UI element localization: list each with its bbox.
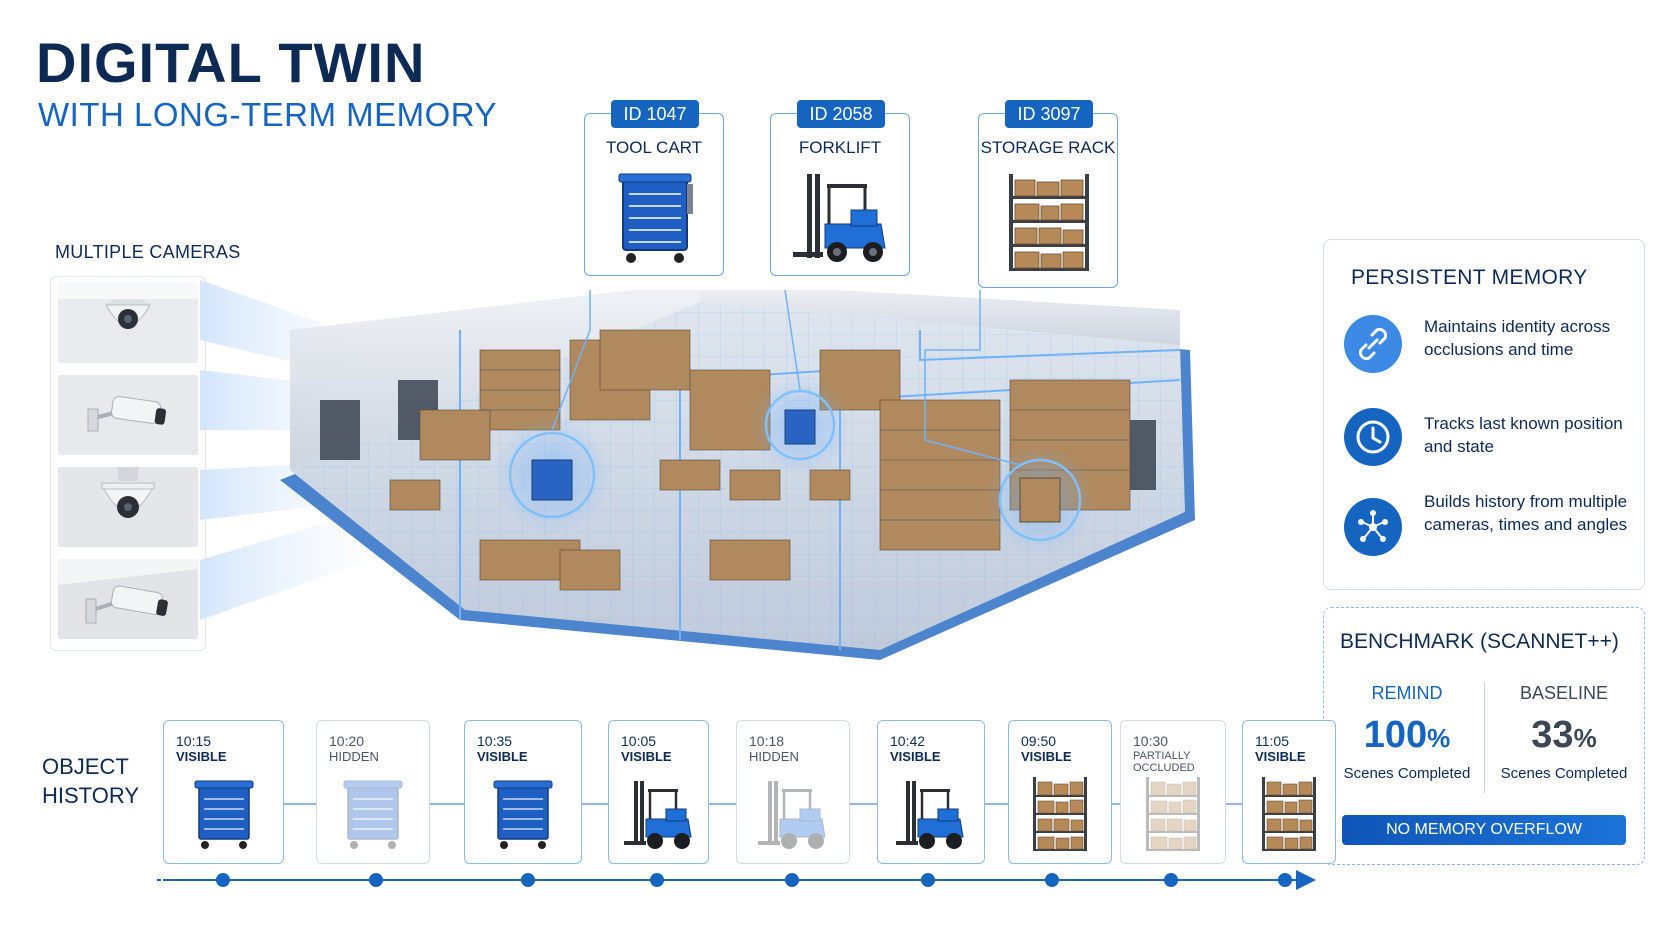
timeline-axis — [157, 879, 1303, 881]
memory-feature-text: Maintains identity across occlusions and… — [1424, 317, 1611, 359]
memory-feature-text: Builds history from multiple cameras, ti… — [1424, 492, 1628, 534]
object-id-badge: ID 1047 — [611, 100, 699, 128]
benchmark-baseline-sub: Scenes Completed — [1500, 765, 1628, 782]
history-label-line1: OBJECT — [42, 754, 129, 779]
bullet-camera-icon — [58, 375, 198, 455]
history-time: 11:05 — [1255, 733, 1289, 749]
history-state: VISIBLE — [1255, 749, 1306, 764]
tracked-object-card-3: ID 3097 STORAGE RACK — [978, 100, 1118, 288]
history-connector — [1226, 803, 1242, 805]
object-id-badge: ID 2058 — [797, 100, 885, 128]
history-connector — [582, 803, 608, 805]
history-connector — [709, 803, 736, 805]
history-time: 10:15 — [176, 733, 212, 749]
history-state: VISIBLE — [621, 749, 672, 764]
benchmark-remind: REMIND 100% Scenes Completed — [1332, 683, 1482, 782]
persistent-memory-panel: PERSISTENT MEMORY Maintains identity acr… — [1323, 239, 1645, 590]
tracked-object-card-1: ID 1047 TOOL CART — [584, 100, 724, 276]
history-state: VISIBLE — [1021, 749, 1072, 764]
history-time: 10:35 — [477, 733, 513, 749]
page-subtitle: WITH LONG-TERM MEMORY — [38, 96, 498, 133]
benchmark-baseline: BASELINE 33% Scenes Completed — [1489, 683, 1639, 782]
object-id-badge: ID 3097 — [1005, 100, 1093, 128]
remind-number: 100 — [1363, 714, 1428, 756]
tool-cart-icon — [618, 173, 693, 263]
storage-rack-icon — [1138, 775, 1208, 853]
baseline-unit: % — [1573, 723, 1597, 753]
cameras-label: MULTIPLE CAMERAS — [55, 242, 241, 262]
bullet-camera-thumbnail — [58, 375, 198, 455]
forklift-icon — [793, 174, 886, 262]
history-label-line2: HISTORY — [42, 783, 139, 808]
baseline-number: 33 — [1531, 714, 1574, 756]
storage-rack-icon — [1009, 174, 1089, 271]
network-icon — [1344, 498, 1402, 556]
dome-camera-icon — [58, 283, 198, 363]
history-connector — [850, 803, 877, 805]
history-time: 10:18 — [749, 733, 785, 749]
benchmark-remind-value: 100% — [1332, 714, 1482, 757]
benchmark-divider — [1484, 683, 1485, 793]
bullet-camera-thumbnail-2 — [58, 559, 198, 639]
page-title: DIGITAL TWIN — [36, 31, 426, 94]
persistent-memory-title: PERSISTENT MEMORY — [1351, 266, 1588, 289]
tool-cart-icon — [338, 775, 408, 853]
bullet-camera-icon — [58, 559, 198, 639]
history-time: 09:50 — [1021, 733, 1057, 749]
no-memory-overflow-banner: NO MEMORY OVERFLOW — [1342, 815, 1626, 845]
history-time: 10:20 — [329, 733, 365, 749]
history-state: HIDDEN — [749, 749, 799, 764]
memory-feature-text: Tracks last known position and state — [1424, 414, 1623, 456]
history-state: VISIBLE — [477, 749, 528, 764]
timeline-arrow-icon — [1296, 870, 1316, 890]
benchmark-baseline-value: 33% — [1489, 714, 1639, 757]
history-connector — [284, 803, 316, 805]
tool-cart-icon — [488, 775, 558, 853]
tool-cart-icon — [189, 775, 259, 853]
history-time: 10:05 — [621, 733, 657, 749]
dome-camera-thumbnail — [58, 283, 198, 363]
object-history-label: OBJECT HISTORY — [42, 752, 139, 810]
camera-feeds-panel — [50, 276, 206, 651]
warehouse-digital-twin — [280, 290, 1195, 660]
history-time: 10:42 — [890, 733, 926, 749]
history-connector — [1112, 803, 1120, 805]
benchmark-panel: BENCHMARK (SCANNET++) REMIND 100% Scenes… — [1323, 607, 1645, 865]
object-name: STORAGE RACK — [980, 138, 1116, 157]
history-connector — [430, 803, 464, 805]
remind-unit: % — [1427, 723, 1451, 753]
forklift-icon — [758, 775, 828, 853]
history-state: VISIBLE — [890, 749, 941, 764]
dome-camera-icon — [58, 467, 198, 547]
benchmark-baseline-label: BASELINE — [1519, 683, 1609, 703]
object-name: FORKLIFT — [798, 138, 882, 157]
history-state: HIDDEN — [329, 749, 379, 764]
history-state: VISIBLE — [176, 749, 227, 764]
history-connector — [985, 803, 1008, 805]
benchmark-title: BENCHMARK (SCANNET++) — [1340, 630, 1619, 653]
forklift-icon — [896, 775, 966, 853]
object-name: TOOL CART — [605, 138, 703, 157]
benchmark-remind-sub: Scenes Completed — [1343, 765, 1471, 782]
clock-icon — [1344, 408, 1402, 466]
storage-rack-icon — [1254, 775, 1324, 853]
forklift-icon — [623, 775, 694, 853]
benchmark-remind-label: REMIND — [1371, 683, 1443, 703]
dome-camera-thumbnail-2 — [58, 467, 198, 547]
tracked-object-card-2: ID 2058 FORKLIFT — [770, 100, 910, 276]
history-state: PARTIALLY OCCLUDED — [1133, 750, 1195, 774]
link-icon — [1344, 315, 1402, 373]
storage-rack-icon — [1025, 775, 1095, 853]
history-time: 10:30 — [1133, 733, 1169, 749]
